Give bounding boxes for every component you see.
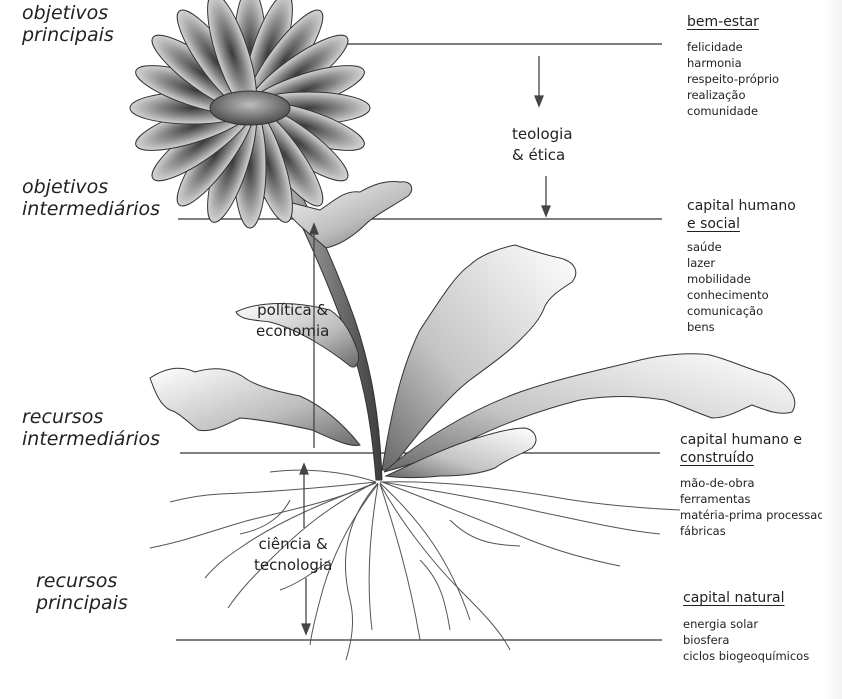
capital-item: respeito-próprio (687, 71, 779, 87)
band-label-ciencia-tecnologia: ciência & tecnologia (254, 534, 332, 576)
capital-item: fábricas (680, 523, 832, 539)
capital-heading: capital humano (687, 198, 796, 216)
band-line: tecnologia (254, 555, 332, 576)
capital-bem-estar: bem-estar felicidade harmonia respeito-p… (687, 14, 779, 119)
capital-heading: capital humano e (680, 432, 832, 450)
level-label-objetivos-principais: objetivos principais (22, 4, 114, 46)
capital-item: energia solar (683, 616, 809, 632)
capital-items: saúde lazer mobilidade conhecimento comu… (687, 239, 796, 336)
level-line: principais (22, 26, 114, 46)
capital-natural: capital natural energia solar biosfera c… (683, 590, 809, 664)
band-line: política & (256, 300, 329, 321)
capital-humano-social: capital humano e social saúde lazer mobi… (687, 198, 796, 336)
capital-heading: construído (680, 450, 832, 468)
capital-item: harmonia (687, 55, 779, 71)
level-label-objetivos-intermediarios: objetivos intermediários (22, 178, 160, 220)
capital-item: comunidade (687, 103, 779, 119)
flower-center (210, 91, 290, 125)
level-label-recursos-intermediarios: recursos intermediários (22, 408, 160, 450)
band-line: & ética (512, 145, 573, 166)
capital-item: ferramentas (680, 491, 832, 507)
level-line: objetivos (22, 178, 160, 198)
capital-heading: capital natural (683, 590, 809, 608)
capital-items: mão-de-obra ferramentas matéria-prima pr… (680, 475, 832, 539)
capital-item: comunicação (687, 303, 796, 319)
capital-item: felicidade (687, 39, 779, 55)
leaf-lower-left (150, 368, 360, 445)
band-line: economia (256, 321, 329, 342)
capital-item: conhecimento (687, 287, 796, 303)
roots (150, 470, 680, 660)
band-label-politica-economia: política & economia (256, 300, 329, 342)
capital-items: energia solar biosfera ciclos biogeoquím… (683, 616, 809, 664)
level-line: intermediários (22, 430, 160, 450)
level-line: recursos (22, 408, 160, 428)
capital-items: felicidade harmonia respeito-próprio rea… (687, 39, 779, 119)
level-line: objetivos (22, 4, 114, 24)
capital-item: bens (687, 319, 796, 335)
level-label-recursos-principais: recursos principais (36, 572, 128, 614)
capital-item: matéria-prima processada (680, 507, 832, 523)
capital-item: mobilidade (687, 271, 796, 287)
capital-heading: bem-estar (687, 14, 779, 32)
band-line: teologia (512, 124, 573, 145)
level-line: intermediários (22, 200, 160, 220)
leaf-upper-right (382, 245, 576, 470)
capital-item: mão-de-obra (680, 475, 832, 491)
level-line: principais (36, 594, 128, 614)
capital-item: ciclos biogeoquímicos (683, 648, 809, 664)
level-line: recursos (36, 572, 128, 592)
page-edge-shadow (822, 0, 842, 699)
capital-heading: e social (687, 216, 796, 234)
capital-item: saúde (687, 239, 796, 255)
capital-humano-construido: capital humano e construído mão-de-obra … (680, 432, 832, 539)
capital-item: realização (687, 87, 779, 103)
band-label-teologia-etica: teologia & ética (512, 124, 573, 166)
capital-item: biosfera (683, 632, 809, 648)
capital-item: lazer (687, 255, 796, 271)
band-line: ciência & (254, 534, 332, 555)
